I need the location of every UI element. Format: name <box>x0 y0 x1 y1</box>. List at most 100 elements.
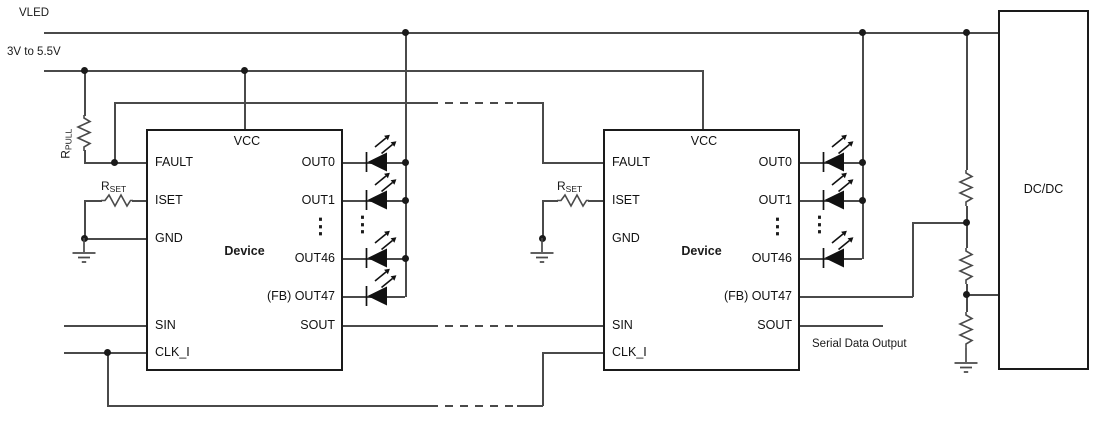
wire-vled-rail <box>44 32 998 34</box>
wire-sin1 <box>64 325 148 327</box>
wire-rpull-top <box>84 70 86 116</box>
wire-clk2 <box>542 352 605 354</box>
resistor-rset1-label: RSET <box>101 179 127 194</box>
wire-vcc-drop-2 <box>702 70 704 129</box>
device2-pin-out46: OUT46 <box>751 251 792 265</box>
led-icon-d1-out1 <box>365 172 397 210</box>
dcdc-label: DC/DC <box>1023 182 1064 196</box>
junction-vled-rail1 <box>402 29 409 36</box>
device2-pin-out0: OUT0 <box>758 155 792 169</box>
junction-supply-rpull <box>81 67 88 74</box>
junction-supply-vcc1 <box>241 67 248 74</box>
led-icon-d2-out46 <box>822 230 854 268</box>
device1-box: VCC FAULT ISET GND SIN CLK_I OUT0 OUT1 O… <box>146 129 343 371</box>
device1-pin-gnd: GND <box>155 231 183 245</box>
resistor-divider-top <box>958 170 974 206</box>
junction-rail1-out46 <box>402 255 409 262</box>
wire-rpull-bottom <box>84 150 86 163</box>
wire-iset1 <box>132 200 148 202</box>
junction-rail1-out1 <box>402 197 409 204</box>
device1-pin-out0: OUT0 <box>301 155 335 169</box>
wire-led-rail-2 <box>862 32 864 259</box>
device2-pin-out1: OUT1 <box>758 193 792 207</box>
device1-pin-clk: CLK_I <box>155 345 190 359</box>
wire-clk-bottom-a <box>107 405 430 407</box>
resistor-rpull <box>76 115 92 151</box>
wire-supply-rail <box>44 70 702 72</box>
device1-pin-sout: SOUT <box>300 318 335 332</box>
junction-rail2-out0 <box>859 159 866 166</box>
wire-rset1-left <box>84 200 102 202</box>
junction-vled-divider <box>963 29 970 36</box>
wire-gnd1 <box>84 238 148 240</box>
supply-net-label: 3V to 5.5V <box>7 46 61 58</box>
dcdc-box: DC/DC <box>998 10 1089 370</box>
junction-fault1 <box>111 159 118 166</box>
device2-pin-sout: SOUT <box>757 318 792 332</box>
wire-sin2 <box>517 325 605 327</box>
device1-continuation-dots: ⋮ <box>310 215 331 238</box>
wire-divider-seg2 <box>966 206 968 248</box>
junction-vled-rail2 <box>859 29 866 36</box>
device1-pin-fault: FAULT <box>155 155 193 169</box>
wire-fb-b <box>912 222 967 224</box>
device2-pin-iset: ISET <box>612 193 640 207</box>
device2-pin-sin: SIN <box>612 318 633 332</box>
resistor-rset1 <box>101 193 133 208</box>
device1-pin-iset: ISET <box>155 193 183 207</box>
resistor-divider-bottom <box>958 312 974 348</box>
serial-data-output-label: Serial Data Output <box>812 338 907 350</box>
wire-clk-bottom-dashed <box>430 405 517 407</box>
resistor-rset2 <box>557 193 589 208</box>
wire-clk1-drop <box>107 352 109 406</box>
device1-pin-vcc: VCC <box>233 134 261 148</box>
wire-serial-link-dashed <box>430 325 517 327</box>
device2-pin-out47: (FB) OUT47 <box>723 289 792 303</box>
ground-symbol-2 <box>530 238 554 263</box>
led-icon-d1-out46 <box>365 230 397 268</box>
wire-rset1-ground <box>84 200 86 239</box>
device2-title: Device <box>681 244 722 258</box>
wire-sout1 <box>343 325 430 327</box>
device1-pin-sin: SIN <box>155 318 176 332</box>
ground-symbol-1 <box>72 238 96 263</box>
device2-pin-gnd: GND <box>612 231 640 245</box>
led-column1-continuation-dots: ⋮ <box>352 213 373 236</box>
led-icon-d2-out0 <box>822 134 854 172</box>
wire-rset2-left <box>542 200 558 202</box>
led-icon-d1-out0 <box>365 134 397 172</box>
wire-fault-link-b <box>517 102 543 104</box>
junction-divider-fb <box>963 219 970 226</box>
junction-divider-sense <box>963 291 970 298</box>
resistor-rpull-label: RPULL <box>58 128 74 159</box>
wire-rset2-ground <box>542 200 544 239</box>
wire-clk-bottom-b <box>517 405 543 407</box>
wire-clk2-rise <box>542 352 544 406</box>
wire-fb-rise <box>912 222 914 297</box>
wire-fault2 <box>542 162 605 164</box>
wire-sout2 <box>800 325 883 327</box>
wire-fb-a <box>800 296 913 298</box>
wire-fault-link-v2 <box>542 102 544 163</box>
ground-symbol-3 <box>954 348 978 373</box>
device1-pin-out47: (FB) OUT47 <box>266 289 335 303</box>
vled-net-label: VLED <box>19 7 50 19</box>
device2-pin-vcc: VCC <box>690 134 718 148</box>
wire-iset2 <box>588 200 605 202</box>
device2-box: VCC FAULT ISET GND SIN CLK_I OUT0 OUT1 O… <box>603 129 800 371</box>
device2-pin-clk: CLK_I <box>612 345 647 359</box>
device1-pin-out1: OUT1 <box>301 193 335 207</box>
device1-pin-out46: OUT46 <box>294 251 335 265</box>
resistor-rset2-label: RSET <box>557 179 583 194</box>
junction-rail2-out1 <box>859 197 866 204</box>
wire-feedback-node <box>966 294 998 296</box>
wire-fault-link-dashed <box>430 102 517 104</box>
wire-fault-link-a <box>114 102 430 104</box>
wire-divider-seg3 <box>966 284 968 312</box>
device2-pin-fault: FAULT <box>612 155 650 169</box>
wire-fault-link-v1 <box>114 102 116 163</box>
led-icon-d2-out1 <box>822 172 854 210</box>
led-icon-d1-out47 <box>365 268 397 306</box>
junction-clk1 <box>104 349 111 356</box>
wire-vcc-drop-1 <box>244 70 246 129</box>
